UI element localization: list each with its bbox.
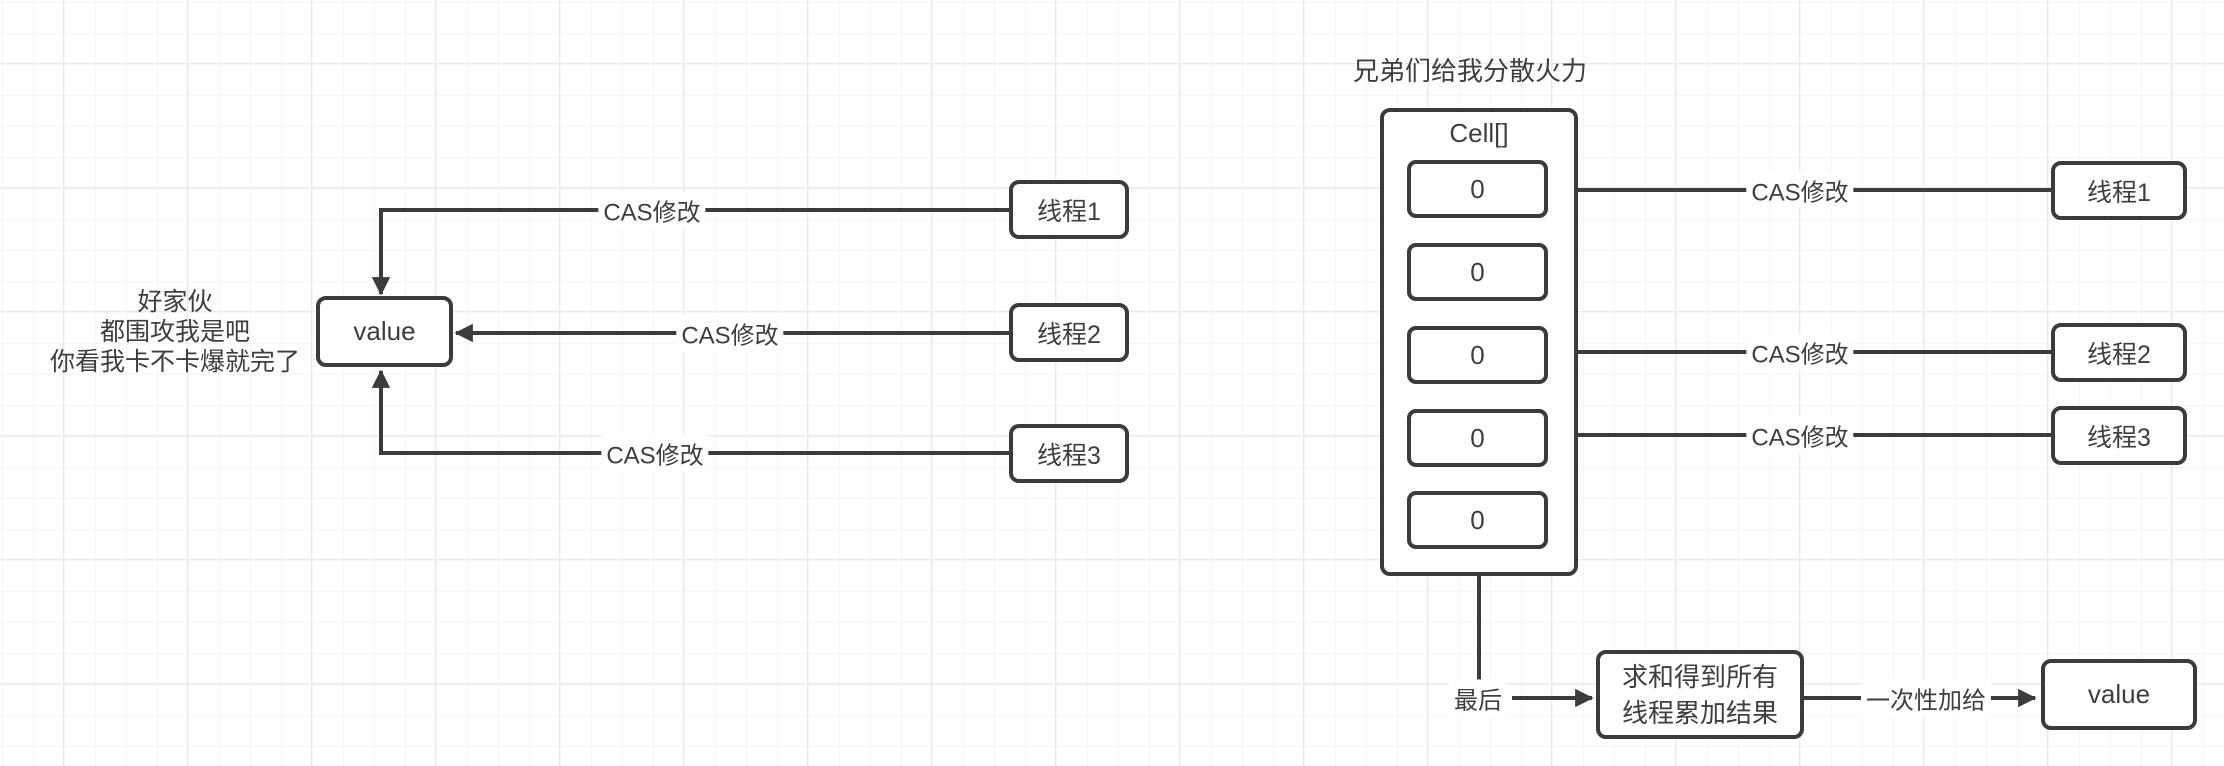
thread-box-left-2: 线程2	[1009, 303, 1129, 362]
value-box-right: value	[2041, 659, 2197, 730]
edge-thread1-to-value-left	[371, 208, 1009, 296]
cell-2: 0	[1407, 326, 1548, 384]
value-box-left: value	[316, 296, 453, 367]
edge-label-cas-left-2: CAS修改	[676, 314, 784, 352]
edge-label-cas-left-1: CAS修改	[598, 191, 706, 229]
sum-box-line-1: 求和得到所有	[1621, 661, 1778, 692]
edge-label-cas-right-1: CAS修改	[1746, 171, 1854, 209]
thread-box-right-2: 线程2	[2051, 323, 2187, 382]
left-caption-line-3: 你看我卡不卡爆就完了	[49, 348, 301, 376]
cell-4: 0	[1407, 491, 1548, 549]
edge-thread3-to-value-left	[371, 369, 1009, 455]
sum-result-box-text: 求和得到所有 线程累加结果	[1622, 659, 1778, 731]
right-diagram-title: 兄弟们给我分散火力	[1352, 56, 1588, 86]
sum-result-box: 求和得到所有 线程累加结果	[1596, 650, 1804, 739]
left-caption-line-1: 好家伙	[137, 288, 213, 316]
cell-array-label: Cell[]	[1449, 118, 1509, 148]
apply-label: 一次性加给	[1861, 679, 1991, 717]
left-caption-line-2: 都围攻我是吧	[99, 318, 251, 346]
cell-0: 0	[1407, 160, 1548, 218]
finally-label: 最后	[1449, 679, 1507, 717]
cell-1: 0	[1407, 243, 1548, 301]
thread-box-right-1: 线程1	[2051, 161, 2187, 220]
edge-label-cas-left-3: CAS修改	[601, 434, 709, 472]
left-caption: 好家伙 都围攻我是吧 你看我卡不卡爆就完了	[50, 287, 300, 377]
sum-box-line-2: 线程累加结果	[1621, 697, 1778, 728]
thread-box-right-3: 线程3	[2051, 406, 2187, 465]
thread-box-left-3: 线程3	[1009, 424, 1129, 483]
thread-box-left-1: 线程1	[1009, 180, 1129, 239]
cell-3: 0	[1407, 409, 1548, 467]
edge-label-cas-right-2: CAS修改	[1746, 333, 1854, 371]
edge-label-cas-right-3: CAS修改	[1746, 416, 1854, 454]
